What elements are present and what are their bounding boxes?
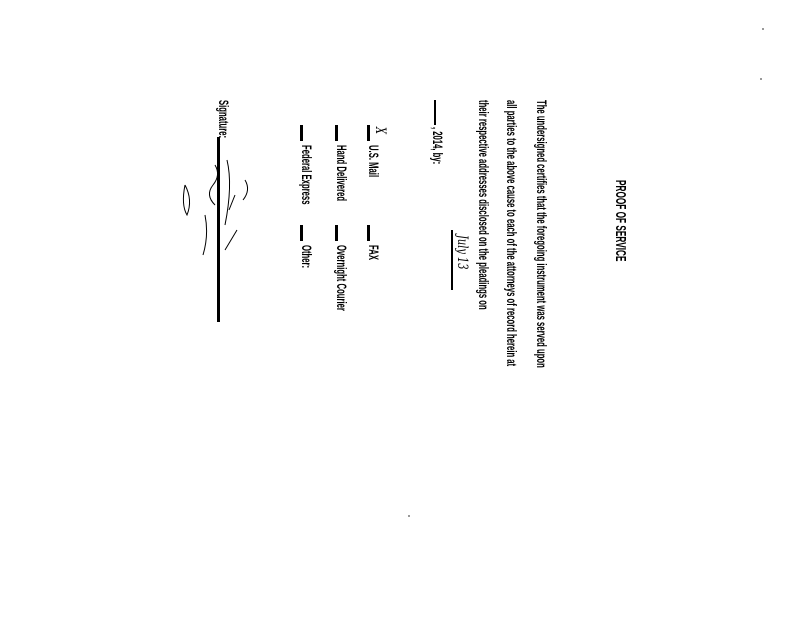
option-hand-delivered: Hand Delivered (334, 145, 350, 202)
checkbox-fax[interactable] (367, 225, 370, 241)
year-line: , 2014, by: (430, 127, 446, 165)
year-blank-line (434, 100, 436, 125)
check-mark-x: X (372, 127, 388, 134)
paragraph-line-2: all parties to the above cause to each o… (504, 100, 520, 367)
paragraph-line-1: The undersigned certifies that the foreg… (534, 100, 550, 368)
option-overnight-courier: Overnight Courier (334, 245, 350, 311)
checkbox-hand-delivered[interactable] (335, 125, 338, 141)
option-other: Other: (299, 245, 315, 269)
document-title: PROOF OF SERVICE (612, 180, 629, 262)
proof-of-service-page: PROOF OF SERVICE The undersigned certifi… (182, 85, 650, 368)
scan-speck (760, 78, 762, 80)
paragraph-line-3: their respective addresses disclosed on … (476, 100, 492, 310)
option-federal-express: Federal Express (299, 145, 315, 205)
option-us-mail: U.S. Mail (366, 145, 382, 178)
checkbox-other[interactable] (300, 225, 303, 241)
handwritten-signature (182, 159, 249, 256)
handwritten-date: July 13 (454, 235, 470, 270)
checkbox-overnight-courier[interactable] (335, 225, 338, 241)
checkbox-us-mail[interactable] (367, 125, 370, 141)
checkbox-federal-express[interactable] (300, 125, 303, 141)
option-fax: FAX (366, 245, 382, 260)
scan-speck (762, 28, 764, 30)
signature-label: Signature: (216, 100, 232, 139)
scan-speck (408, 515, 410, 517)
date-underline (451, 230, 453, 290)
